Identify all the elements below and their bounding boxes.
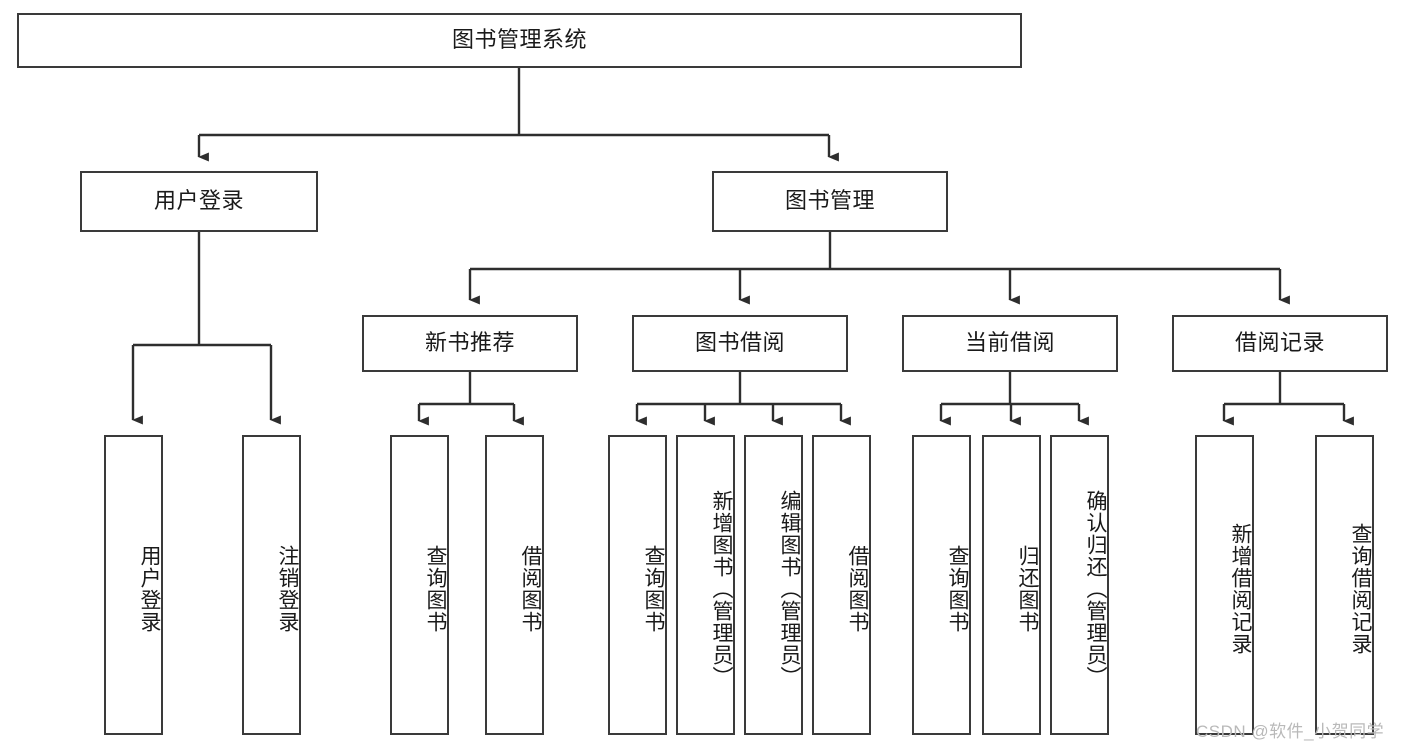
node-label: 新书推荐	[424, 330, 515, 356]
node-label: 借阅图书	[519, 545, 542, 633]
node-leaf-borrow-book-recommend[interactable]: 借阅图书	[485, 435, 544, 735]
node-root[interactable]: 图书管理系统	[17, 13, 1022, 68]
node-leaf-return-book[interactable]: 归还图书	[982, 435, 1041, 735]
node-leaf-query-book-current[interactable]: 查询图书	[912, 435, 971, 735]
node-label: 用户登录	[138, 545, 161, 633]
node-leaf-query-book-borrow[interactable]: 查询图书	[608, 435, 667, 735]
node-leaf-edit-book-admin[interactable]: 编辑图书（管理员）	[744, 435, 803, 735]
node-leaf-add-book-admin[interactable]: 新增图书（管理员）	[676, 435, 735, 735]
csdn-watermark: CSDN @软件_小贺同学	[1196, 722, 1385, 741]
node-label: 用户登录	[153, 188, 244, 214]
node-label: 查询图书	[642, 545, 665, 633]
node-leaf-query-borrow-record[interactable]: 查询借阅记录	[1315, 435, 1374, 735]
node-leaf-query-book-recommend[interactable]: 查询图书	[390, 435, 449, 735]
node-label: 查询图书	[424, 545, 447, 633]
node-leaf-confirm-return-admin[interactable]: 确认归还（管理员）	[1050, 435, 1109, 735]
node-label: 借阅记录	[1234, 330, 1325, 356]
node-root-label: 图书管理系统	[451, 27, 587, 53]
node-level2-book-borrow[interactable]: 图书借阅	[632, 315, 848, 372]
node-level2-current-borrow[interactable]: 当前借阅	[902, 315, 1118, 372]
node-leaf-user-login[interactable]: 用户登录	[104, 435, 163, 735]
node-label: 新增借阅记录	[1229, 523, 1252, 655]
node-leaf-borrow-book[interactable]: 借阅图书	[812, 435, 871, 735]
node-leaf-logout[interactable]: 注销登录	[242, 435, 301, 735]
node-leaf-add-borrow-record[interactable]: 新增借阅记录	[1195, 435, 1254, 735]
node-label: 借阅图书	[846, 545, 869, 633]
node-level2-borrow-record[interactable]: 借阅记录	[1172, 315, 1388, 372]
node-level1-book-management[interactable]: 图书管理	[712, 171, 948, 232]
node-label: 查询借阅记录	[1349, 523, 1372, 655]
node-label: 查询图书	[946, 545, 969, 633]
node-label: 编辑图书（管理员）	[778, 490, 801, 688]
node-label: 当前借阅	[964, 330, 1055, 356]
node-label: 注销登录	[276, 545, 299, 633]
node-level1-user-login[interactable]: 用户登录	[80, 171, 318, 232]
node-label: 归还图书	[1016, 545, 1039, 633]
node-level2-new-book-recommend[interactable]: 新书推荐	[362, 315, 578, 372]
node-label: 新增图书（管理员）	[710, 490, 733, 688]
node-label: 确认归还（管理员）	[1084, 490, 1107, 688]
node-label: 图书借阅	[694, 330, 785, 356]
node-label: 图书管理	[784, 188, 875, 214]
